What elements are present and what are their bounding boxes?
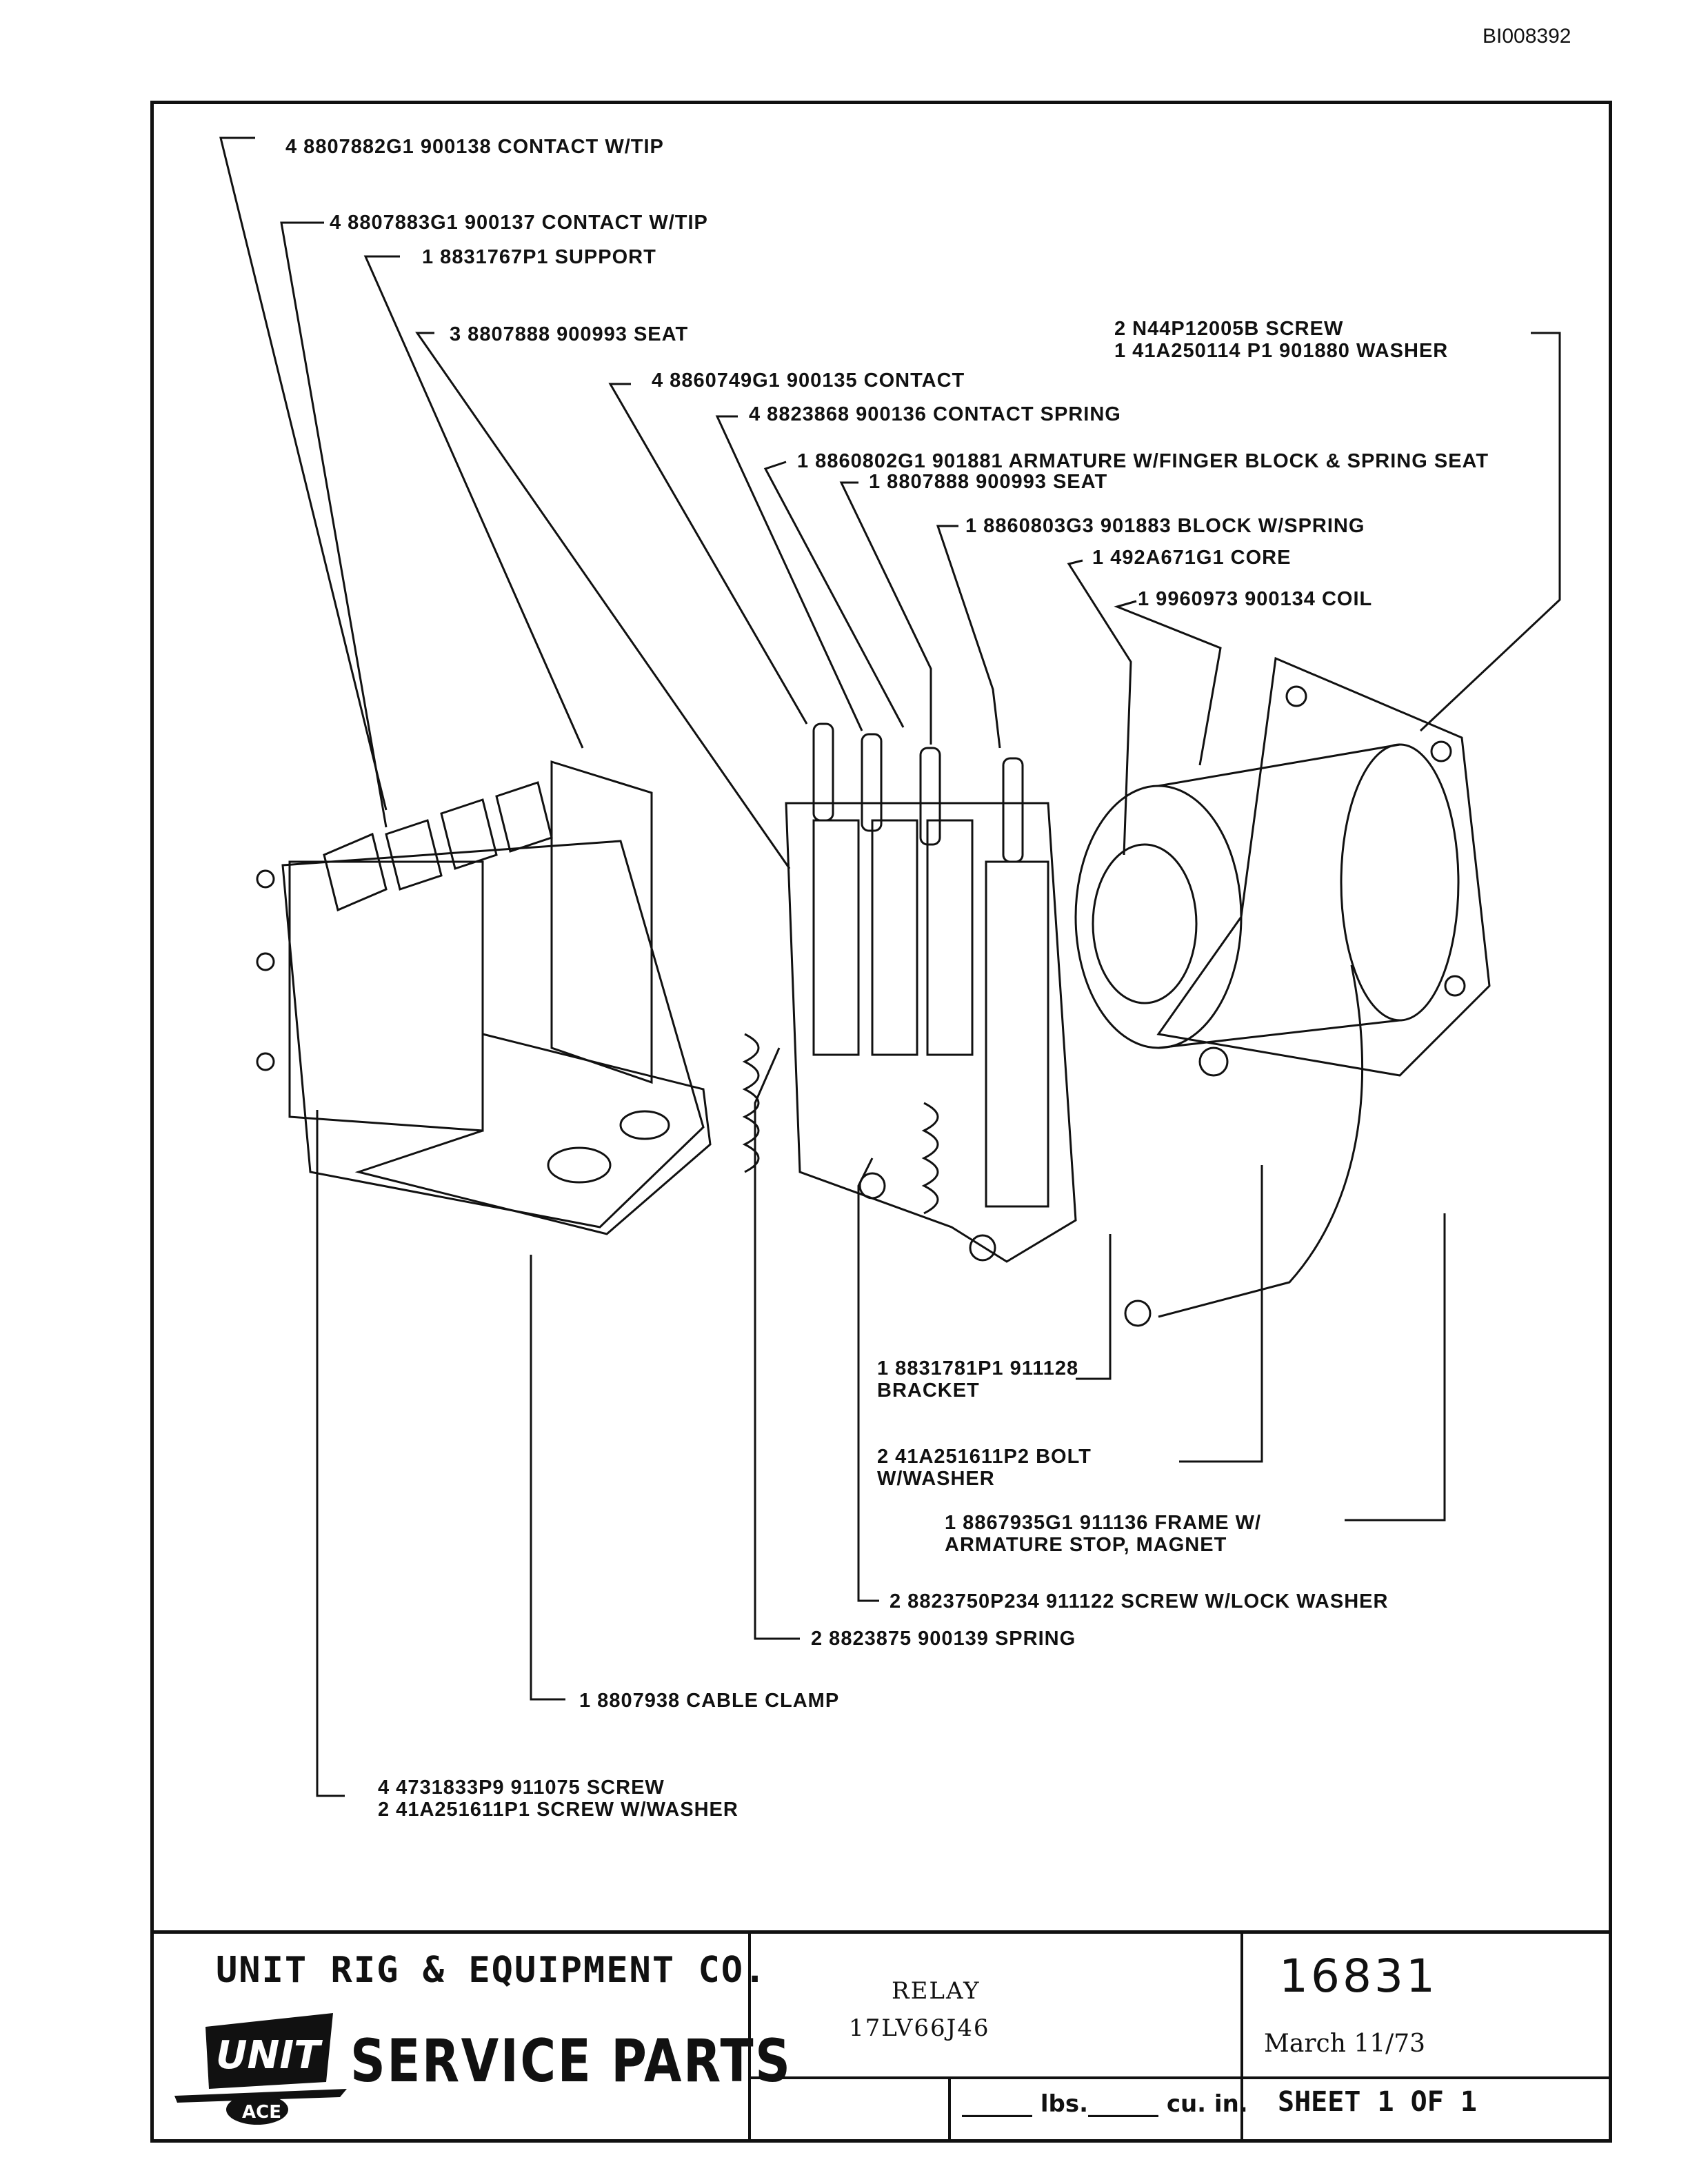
support-back-plate: [550, 760, 653, 1084]
contact-tip: [323, 832, 388, 912]
part-description: RELAY: [892, 1977, 981, 2005]
callout-screw: 2 N44P12005B SCREW: [1114, 318, 1344, 340]
support-bracket: [281, 840, 705, 1228]
contact-tip: [440, 798, 498, 870]
leader-line: [415, 332, 791, 869]
callout-seat-2: 1 8807888 900993 SEAT: [869, 471, 1108, 493]
logo-subtext: ACE: [242, 2102, 281, 2123]
callout-core: 1 492A671G1 CORE: [1092, 547, 1292, 569]
terminal-screw: [256, 1052, 275, 1071]
finger-block: [926, 819, 974, 1056]
screw-head: [969, 1234, 996, 1262]
finger-block: [812, 819, 860, 1056]
leader-line: [839, 481, 932, 745]
callout-contact-w-tip-1: 4 8807882G1 900138 CONTACT W/TIP: [285, 136, 664, 158]
callout-cable-clamp: 1 8807938 CABLE CLAMP: [579, 1690, 840, 1712]
contact-finger: [1002, 757, 1024, 863]
terminal-screw: [256, 869, 275, 889]
leader-line: [1076, 1234, 1112, 1380]
callout-contact: 4 8860749G1 900135 CONTACT: [652, 370, 965, 392]
leader-line: [857, 1157, 879, 1602]
unit-rig-logo: UNIT RIG ACE: [174, 2013, 354, 2125]
callout-bracket-2: BRACKET: [877, 1379, 980, 1402]
drawing-date: March 11/73: [1264, 2030, 1426, 2058]
contact-tip: [495, 781, 553, 853]
frame-hole: [1285, 685, 1307, 707]
document-id: BI008392: [1483, 25, 1571, 48]
drawing-number: 16831: [1279, 1950, 1438, 2003]
coil-back: [1340, 743, 1460, 1022]
contact-finger: [861, 733, 883, 832]
leader-line: [1419, 332, 1561, 732]
callout-coil: 1 9960973 900134 COIL: [1138, 588, 1373, 610]
leader-line: [363, 255, 584, 749]
callout-seat: 3 8807888 900993 SEAT: [450, 323, 689, 345]
screw-head: [858, 1172, 886, 1200]
contact-finger: [919, 747, 941, 846]
callout-screw-lock-washer: 2 8823750P234 911122 SCREW W/LOCK WASHER: [890, 1590, 1389, 1612]
part-number: 17LV66J46: [849, 2014, 990, 2042]
callout-support: 1 8831767P1 SUPPORT: [422, 246, 656, 268]
contact-tip: [385, 819, 443, 891]
terminal-screw: [256, 952, 275, 971]
callout-frame-2: ARMATURE STOP, MAGNET: [945, 1534, 1227, 1556]
callout-screw-w-washer: 2 41A251611P1 SCREW W/WASHER: [378, 1799, 738, 1821]
coil-end: [1074, 785, 1243, 1049]
leader-line: [219, 136, 388, 811]
bolt-head: [1198, 1046, 1229, 1077]
callout-block-w-spring: 1 8860803G3 901883 BLOCK W/SPRING: [965, 515, 1365, 537]
leader-line: [1179, 1165, 1263, 1463]
company-name: UNIT RIG & EQUIPMENT CO.: [216, 1950, 767, 1991]
finger-block: [985, 860, 1049, 1208]
leader-line: [1067, 559, 1132, 856]
callout-bolt-2: W/WASHER: [877, 1468, 995, 1490]
logo-text: UNIT RIG: [216, 2033, 354, 2078]
drawing-frame: [150, 101, 1612, 2143]
leader-line: [754, 1047, 800, 1640]
callout-spring: 2 8823875 900139 SPRING: [811, 1628, 1076, 1650]
weight-volume-field: ______ lbs.______ cu. in.: [962, 2090, 1248, 2118]
callout-bolt: 2 41A251611P2 BOLT: [877, 1446, 1092, 1468]
leader-line: [280, 221, 388, 828]
lead-terminal: [1124, 1300, 1152, 1327]
core-face: [1092, 843, 1198, 1004]
frame-hole: [1444, 975, 1466, 997]
callout-washer: 1 41A250114 P1 901880 WASHER: [1114, 340, 1449, 362]
coil-spring: [742, 1033, 760, 1173]
sheet-number: SHEET 1 OF 1: [1278, 2086, 1477, 2118]
finger-block: [871, 819, 918, 1056]
callout-bracket: 1 8831781P1 911128: [877, 1357, 1079, 1379]
callout-contact-spring: 4 8823868 900136 CONTACT SPRING: [749, 403, 1121, 425]
support-base: [354, 1033, 712, 1235]
leader-line: [763, 461, 905, 728]
leader-line: [936, 525, 1001, 749]
coil-winding: [1158, 743, 1400, 1049]
frame-hole: [1430, 740, 1452, 762]
leader-line: [316, 1110, 345, 1797]
armature-frame: [785, 802, 1077, 1263]
coil-spring: [921, 1102, 939, 1215]
leader-line: [715, 415, 863, 731]
leader-line: [1114, 600, 1222, 766]
callout-contact-w-tip-2: 4 8807883G1 900137 CONTACT W/TIP: [330, 212, 708, 234]
mount-hole: [547, 1146, 612, 1184]
callout-frame: 1 8867935G1 911136 FRAME W/: [945, 1512, 1262, 1534]
title-block: UNIT RIG & EQUIPMENT CO. UNIT RIG ACE SE…: [154, 1930, 1609, 2139]
callout-screw-2: 4 4731833P9 911075 SCREW: [378, 1777, 665, 1799]
mount-hole: [619, 1110, 670, 1140]
service-parts-title: SERVICE PARTS: [350, 2027, 792, 2096]
leader-line: [530, 1255, 565, 1701]
contact-finger: [812, 722, 834, 822]
leader-line: [608, 383, 808, 725]
coil-lead: [1158, 964, 1364, 1318]
callout-armature: 1 8860802G1 901881 ARMATURE W/FINGER BLO…: [797, 450, 1489, 472]
leader-line: [1345, 1213, 1446, 1521]
support-front-plate: [288, 860, 484, 1132]
